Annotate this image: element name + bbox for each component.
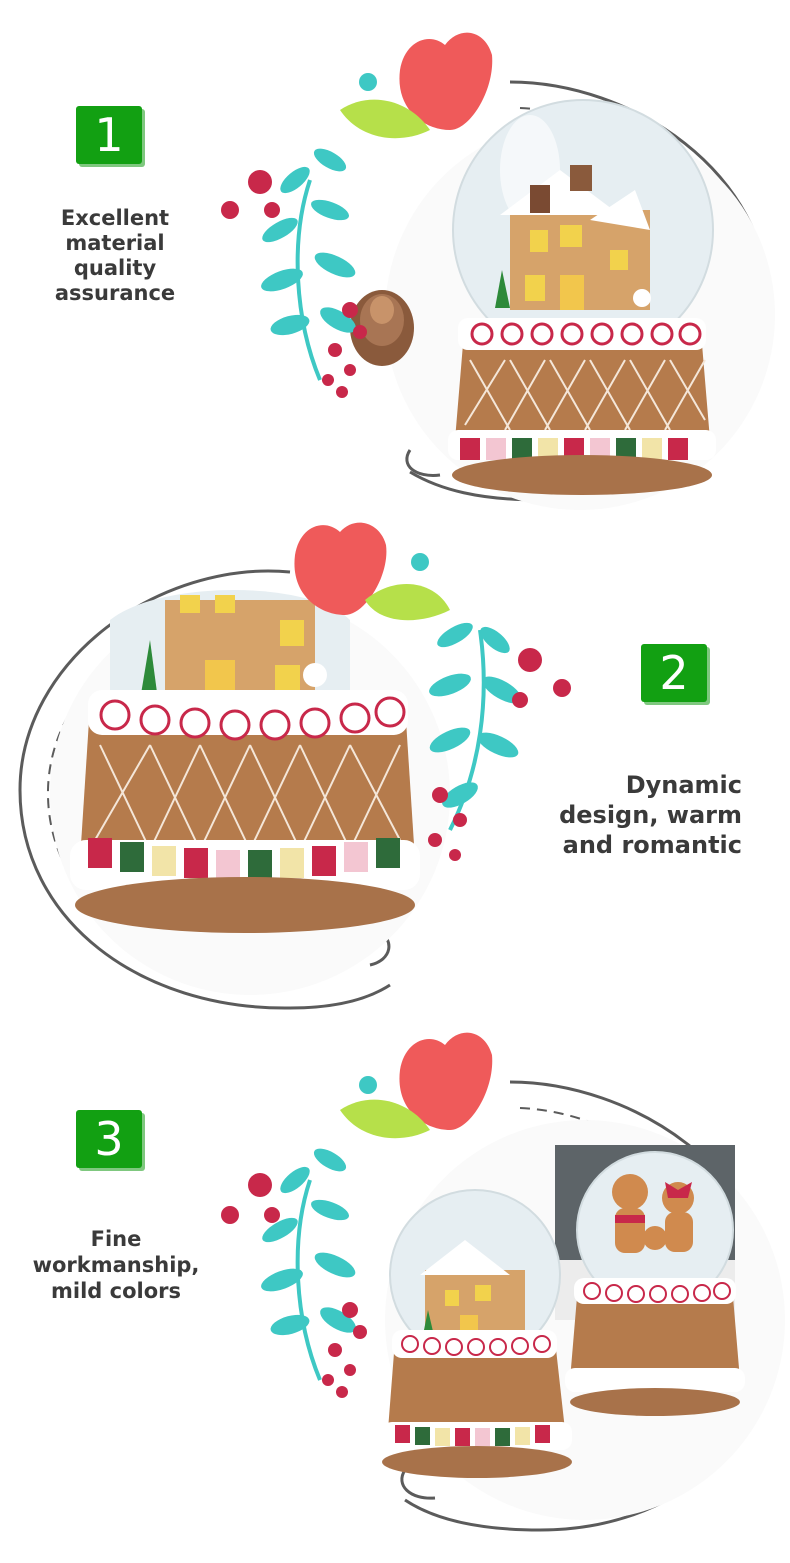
caption-line: design, warm bbox=[559, 801, 742, 829]
caption-line: quality bbox=[73, 256, 157, 280]
teal-leaf-branch-icon bbox=[261, 148, 356, 381]
caption-line: material bbox=[65, 231, 165, 255]
cake-base bbox=[70, 690, 420, 933]
cake-base bbox=[565, 1278, 745, 1416]
tulip-icon bbox=[294, 522, 450, 621]
berry-icon bbox=[221, 170, 367, 398]
gingerbread-figures bbox=[612, 1174, 694, 1253]
pine-cone-icon bbox=[350, 290, 414, 366]
step-badge-2: 2 bbox=[641, 644, 707, 702]
caption-line: workmanship, bbox=[32, 1253, 200, 1277]
step-badge-3: 3 bbox=[76, 1110, 142, 1168]
tulip-icon bbox=[340, 32, 493, 139]
cake-base bbox=[382, 1330, 572, 1478]
step-number: 3 bbox=[94, 1112, 124, 1166]
feature-section-1: 1 Excellent material quality assurance bbox=[0, 0, 790, 520]
caption-line: and romantic bbox=[562, 831, 742, 859]
product-illustration-2 bbox=[18, 522, 571, 1010]
step-number: 1 bbox=[94, 108, 124, 162]
caption-line: Excellent bbox=[60, 206, 170, 230]
product-illustration-1 bbox=[221, 32, 775, 510]
feature-caption-3: Fine workmanship, mild colors bbox=[20, 1226, 212, 1304]
teal-leaf-branch-icon bbox=[261, 1148, 356, 1381]
cake-base bbox=[448, 318, 716, 495]
frame-tail bbox=[405, 449, 441, 477]
gingerbread-house bbox=[495, 165, 651, 310]
caption-line: mild colors bbox=[51, 1279, 181, 1303]
feature-section-3: 3 Fine workmanship, mild colors bbox=[0, 1030, 790, 1563]
caption-line: Fine bbox=[90, 1227, 142, 1251]
feature-caption-2: Dynamic design, warm and romantic bbox=[530, 770, 742, 860]
berry-icon bbox=[221, 1173, 367, 1398]
feature-caption-1: Excellent material quality assurance bbox=[40, 206, 190, 306]
step-badge-1: 1 bbox=[76, 106, 142, 164]
teal-leaf-branch-icon bbox=[429, 622, 522, 831]
feature-section-2: 2 Dynamic design, warm and romantic bbox=[0, 520, 790, 1040]
berry-icon bbox=[428, 648, 571, 861]
frame-tail bbox=[400, 1469, 436, 1500]
caption-line: Dynamic bbox=[625, 771, 742, 799]
caption-line: assurance bbox=[54, 281, 176, 305]
product-illustration-3 bbox=[221, 1032, 785, 1532]
step-number: 2 bbox=[659, 646, 689, 700]
tulip-icon bbox=[340, 1032, 493, 1139]
